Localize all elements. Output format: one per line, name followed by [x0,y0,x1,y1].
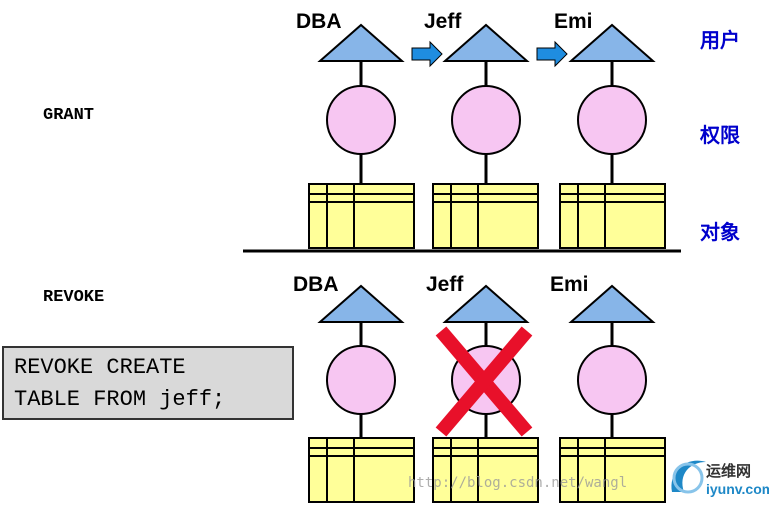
legend-objects: 对象 [700,220,740,244]
logo-text-cn: 运维网 [706,462,752,480]
grant-emi-privilege-circle [577,85,647,155]
grant-jeff-privilege-circle [451,85,521,155]
revoke-dba-privilege-circle [326,345,396,415]
grant-dba-table-icon [308,183,415,249]
revoke-statement-line-1: REVOKE CREATE [14,355,186,380]
grant-user-label-emi: Emi [554,10,593,33]
grant-jeff-user-triangle [442,23,530,62]
revoke-jeff-user-triangle [442,284,530,323]
grant-emi-user-triangle [568,23,656,62]
revoke-statement-box: REVOKE CREATE TABLE FROM jeff; [2,346,294,420]
revoke-emi-table-icon [559,437,666,503]
grant-dba-privilege-circle [326,85,396,155]
grant-emi-column [559,23,666,249]
revoke-dba-user-triangle [317,284,405,323]
grant-emi-table-icon [559,183,666,249]
grant-dba-column [308,23,415,249]
legend-privileges: 权限 [700,123,740,147]
grant-user-label-jeff: Jeff [424,10,462,33]
revoke-jeff-table-icon [432,437,539,503]
grant-arrow-icon-1 [411,40,443,68]
revoke-emi-privilege-circle [577,345,647,415]
grant-jeff-table-icon [432,183,539,249]
logo-swoosh-icon [671,460,706,494]
revoke-section-label: REVOKE [43,288,105,307]
watermark-text: http://blog.csdn.net/wangl [408,475,628,491]
revoke-user-label-jeff: Jeff [426,273,464,296]
revoke-statement-line-2: TABLE FROM jeff; [14,387,226,412]
logo-text-en: iyunv.com [706,481,769,497]
legend-users: 用户 [700,28,740,52]
revoked-cross-icon [435,326,533,437]
grant-user-label-dba: DBA [296,10,342,33]
revoke-dba-column [308,284,415,503]
revoke-user-label-emi: Emi [550,273,589,296]
grant-section-label: GRANT [43,106,95,125]
revoke-emi-user-triangle [568,284,656,323]
grant-arrow-icon-2 [536,40,568,68]
revoke-jeff-column [432,284,539,503]
revoke-user-label-dba: DBA [293,273,339,296]
revoke-dba-table-icon [308,437,415,503]
revoke-emi-column [559,284,666,503]
grant-dba-user-triangle [317,23,405,62]
grant-jeff-column [432,23,539,249]
